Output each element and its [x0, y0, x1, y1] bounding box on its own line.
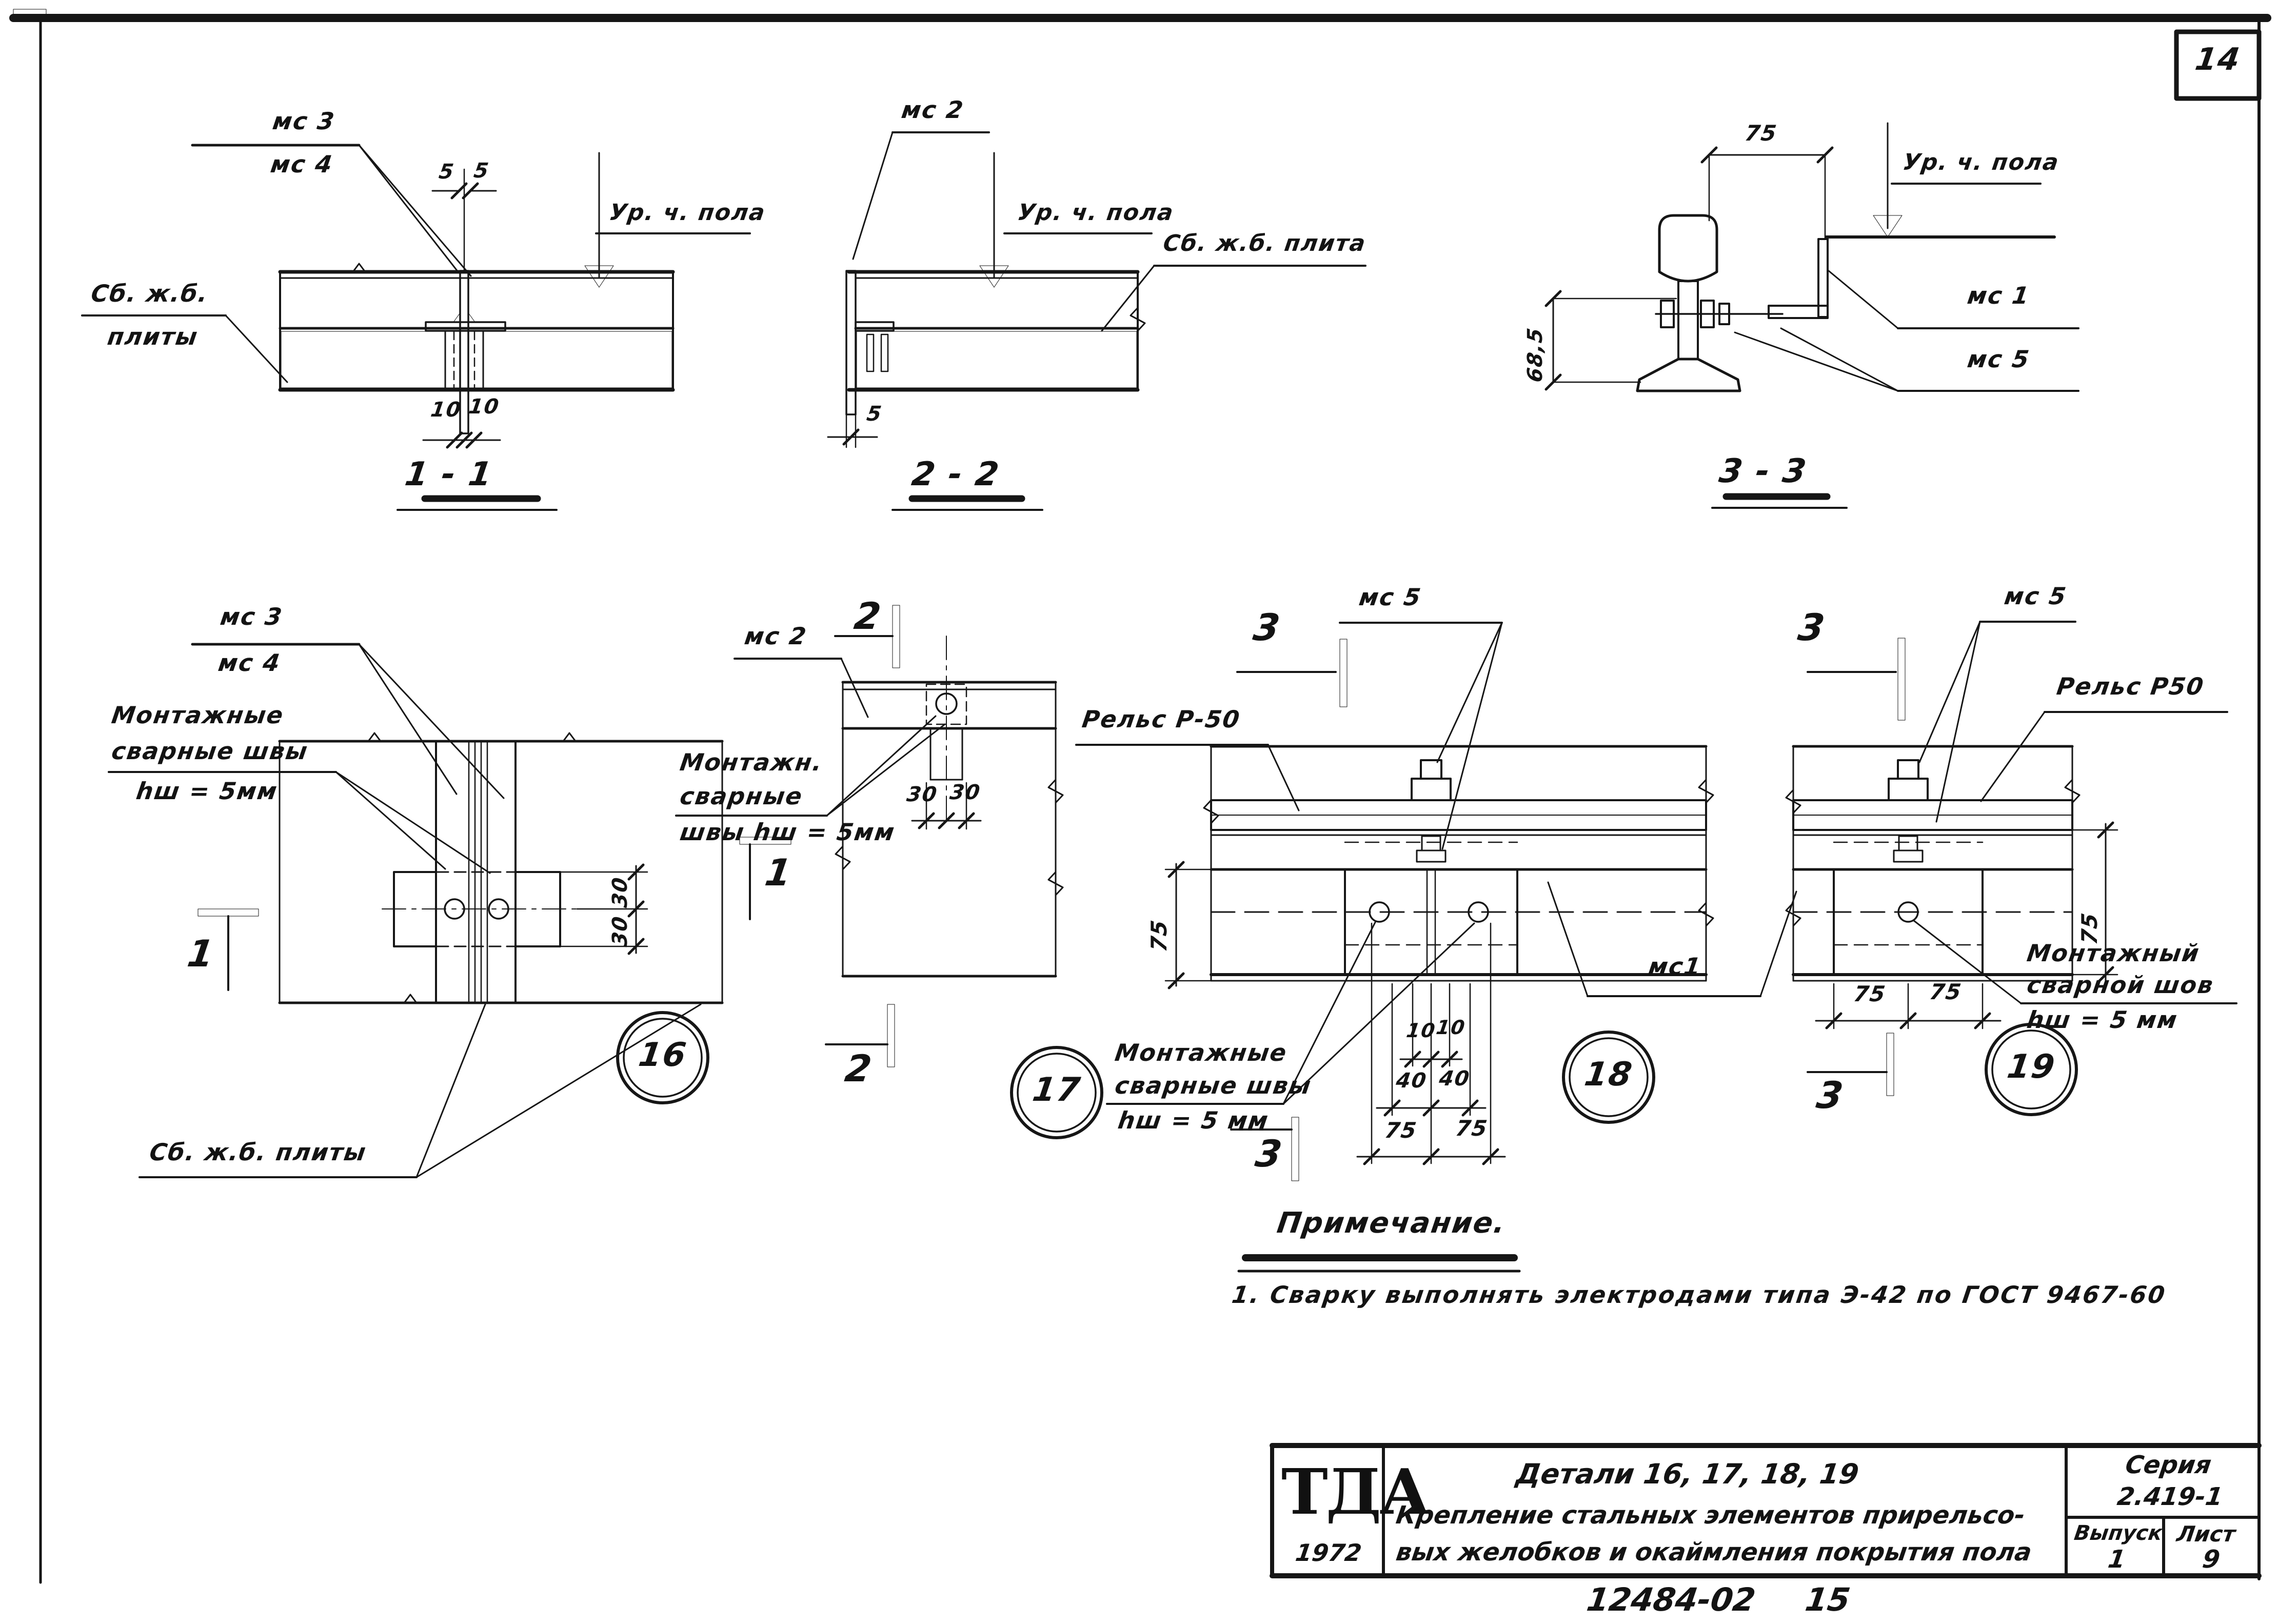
detail-18-drawing	[1075, 622, 1797, 1181]
doc-number-stamp: 12484-02	[1584, 1581, 1758, 1618]
sheet-number: 14	[2193, 42, 2243, 77]
d18-weld-label-line2: сварные швы	[1113, 1072, 1314, 1099]
d17-dim-30-left: 30	[905, 783, 939, 806]
d17-dim-30-right: 30	[948, 781, 982, 804]
d16-section-marker-right: 1	[762, 851, 796, 894]
sheet-label: Лист	[2175, 1521, 2237, 1547]
d18-weld-label-line1: Монтажные	[1113, 1039, 1290, 1066]
d19-weld-label-line3: hш = 5 мм	[2025, 1006, 2180, 1034]
d17-section-marker-top: 2	[851, 595, 885, 638]
issue-label: Выпуск	[2072, 1521, 2164, 1545]
d19-mc5-label: мс 5	[2003, 582, 2069, 610]
s33-floor-level-label: Ур. ч. пола	[1901, 149, 2061, 175]
d18-detail-number: 18	[1582, 1056, 1635, 1094]
s11-dim-10-left: 10	[429, 398, 463, 422]
title-block-year: 1972	[1294, 1539, 1363, 1567]
sheet-number-box	[2174, 29, 2262, 101]
doc-title-line2: Крепление стальных элементов прирельсо-	[1394, 1501, 2027, 1530]
d18-dim-40-left: 40	[1394, 1069, 1429, 1093]
d18-dim-75a: 75	[1383, 1118, 1419, 1143]
doc-title-line3: вых желобков и окаймления покрытия пола	[1394, 1538, 2034, 1567]
detail-19-drawing	[1785, 621, 2237, 1116]
s33-title: 3 - 3	[1716, 452, 1810, 490]
s11-dim-5-left: 5	[437, 160, 457, 184]
d18-mc1-label: мс1	[1647, 953, 1703, 980]
series-value: 2.419-1	[2115, 1482, 2225, 1511]
d18-weld-label-line3: hш = 5 мм	[1116, 1106, 1271, 1134]
sheet-frame	[9, 9, 2271, 1584]
detail-17-drawing	[675, 605, 1103, 1139]
d19-section-marker-top: 3	[1795, 606, 1829, 649]
detail-16-drawing	[108, 643, 791, 1178]
d16-weld-label-line2: сварные швы	[110, 737, 310, 765]
d16-dim-30-bottom: 30	[608, 914, 632, 948]
s22-slab-label: Сб. ж.б. плита	[1161, 230, 1368, 256]
d18-dim-75b: 75	[1454, 1116, 1490, 1141]
org-logo: ТДА	[1281, 1455, 1431, 1529]
d19-dim-75-left: 75	[1852, 981, 1888, 1006]
d16-weld-label-line1: Монтажные	[110, 701, 286, 729]
notes-item-1: 1. Сварку выполнять электродами типа Э-4…	[1230, 1281, 2168, 1309]
s11-dim-5-right: 5	[472, 159, 491, 183]
d16-weld-label-line3: hш = 5мм	[134, 777, 280, 805]
d19-rail-label: Рельс Р50	[2055, 672, 2206, 700]
s11-mc4-label: мс 4	[269, 150, 335, 178]
s11-dim-10-right: 10	[467, 395, 501, 419]
doc-title-line1: Детали 16, 17, 18, 19	[1514, 1458, 1861, 1490]
section-3-3-drawing	[1544, 122, 2079, 509]
d19-weld-label-line2: сварной шов	[2025, 971, 2216, 999]
d16-detail-number: 16	[636, 1036, 689, 1074]
title-block-frame	[1270, 1443, 2262, 1578]
d18-mc5-label: мс 5	[1357, 583, 1423, 611]
s11-floor-level-label: Ур. ч. пола	[607, 200, 767, 226]
d19-section-marker-bottom: 3	[1814, 1074, 1847, 1117]
notes-heading: Примечание.	[1275, 1206, 1509, 1240]
d18-rail-label: Рельс Р-50	[1080, 705, 1242, 733]
plug-weld	[1897, 901, 1919, 923]
d18-section-marker-bottom: 3	[1253, 1132, 1286, 1175]
s11-title: 1 - 1	[402, 455, 496, 493]
section-2-2-drawing	[827, 131, 1366, 511]
s33-mc1-label: мс 1	[1966, 282, 2032, 309]
section-1-1-drawing	[81, 144, 751, 511]
d17-weld-label-line2: сварные	[678, 782, 805, 810]
d16-slabs-label: Сб. ж.б. плиты	[148, 1138, 369, 1166]
plug-weld	[444, 898, 465, 920]
series-label: Серия	[2124, 1451, 2213, 1479]
plug-weld	[1468, 901, 1489, 923]
d19-weld-label-line1: Монтажный	[2025, 939, 2202, 967]
d17-detail-number: 17	[1030, 1071, 1083, 1109]
d18-dim-10-left: 10	[1405, 1019, 1438, 1042]
s22-mc2-label: мс 2	[900, 96, 966, 124]
d19-dim-75-right: 75	[1928, 979, 1964, 1004]
d17-weld-label-line1: Монтажн.	[678, 748, 825, 776]
s22-dim-5: 5	[865, 402, 884, 426]
s11-slab-label-line1: Сб. ж.б.	[89, 280, 211, 307]
d16-mc3-label: мс 3	[219, 603, 285, 630]
s22-floor-level-label: Ур. ч. пола	[1016, 200, 1176, 226]
d18-dim-40-right: 40	[1437, 1067, 1472, 1091]
plug-weld	[488, 898, 509, 920]
plug-weld	[1369, 901, 1390, 923]
notes-underline	[1237, 1254, 1521, 1273]
d17-section-marker-bottom: 2	[842, 1047, 876, 1090]
s33-mc5-label: мс 5	[1966, 345, 2032, 373]
doc-number-stamp-2: 15	[1802, 1581, 1853, 1618]
d16-mc4-label: мс 4	[216, 649, 283, 677]
d18-dim-75-left: 75	[1146, 918, 1172, 954]
d16-dim-30-top: 30	[608, 875, 632, 909]
s33-dim-68-5: 68,5	[1523, 326, 1547, 384]
d17-weld-label-line3: швы hш = 5мм	[678, 818, 897, 846]
d18-section-marker-top: 3	[1251, 606, 1284, 649]
d16-section-marker-left: 1	[185, 932, 218, 975]
d17-mc2-label: мс 2	[743, 622, 809, 650]
d19-detail-number: 19	[2005, 1048, 2058, 1086]
s11-slab-label-line2: плиты	[106, 323, 200, 350]
s11-mc3-label: мс 3	[271, 107, 337, 135]
d18-dim-10-right: 10	[1435, 1016, 1468, 1039]
s33-dim-75: 75	[1743, 121, 1779, 146]
s22-title: 2 - 2	[909, 455, 1002, 493]
